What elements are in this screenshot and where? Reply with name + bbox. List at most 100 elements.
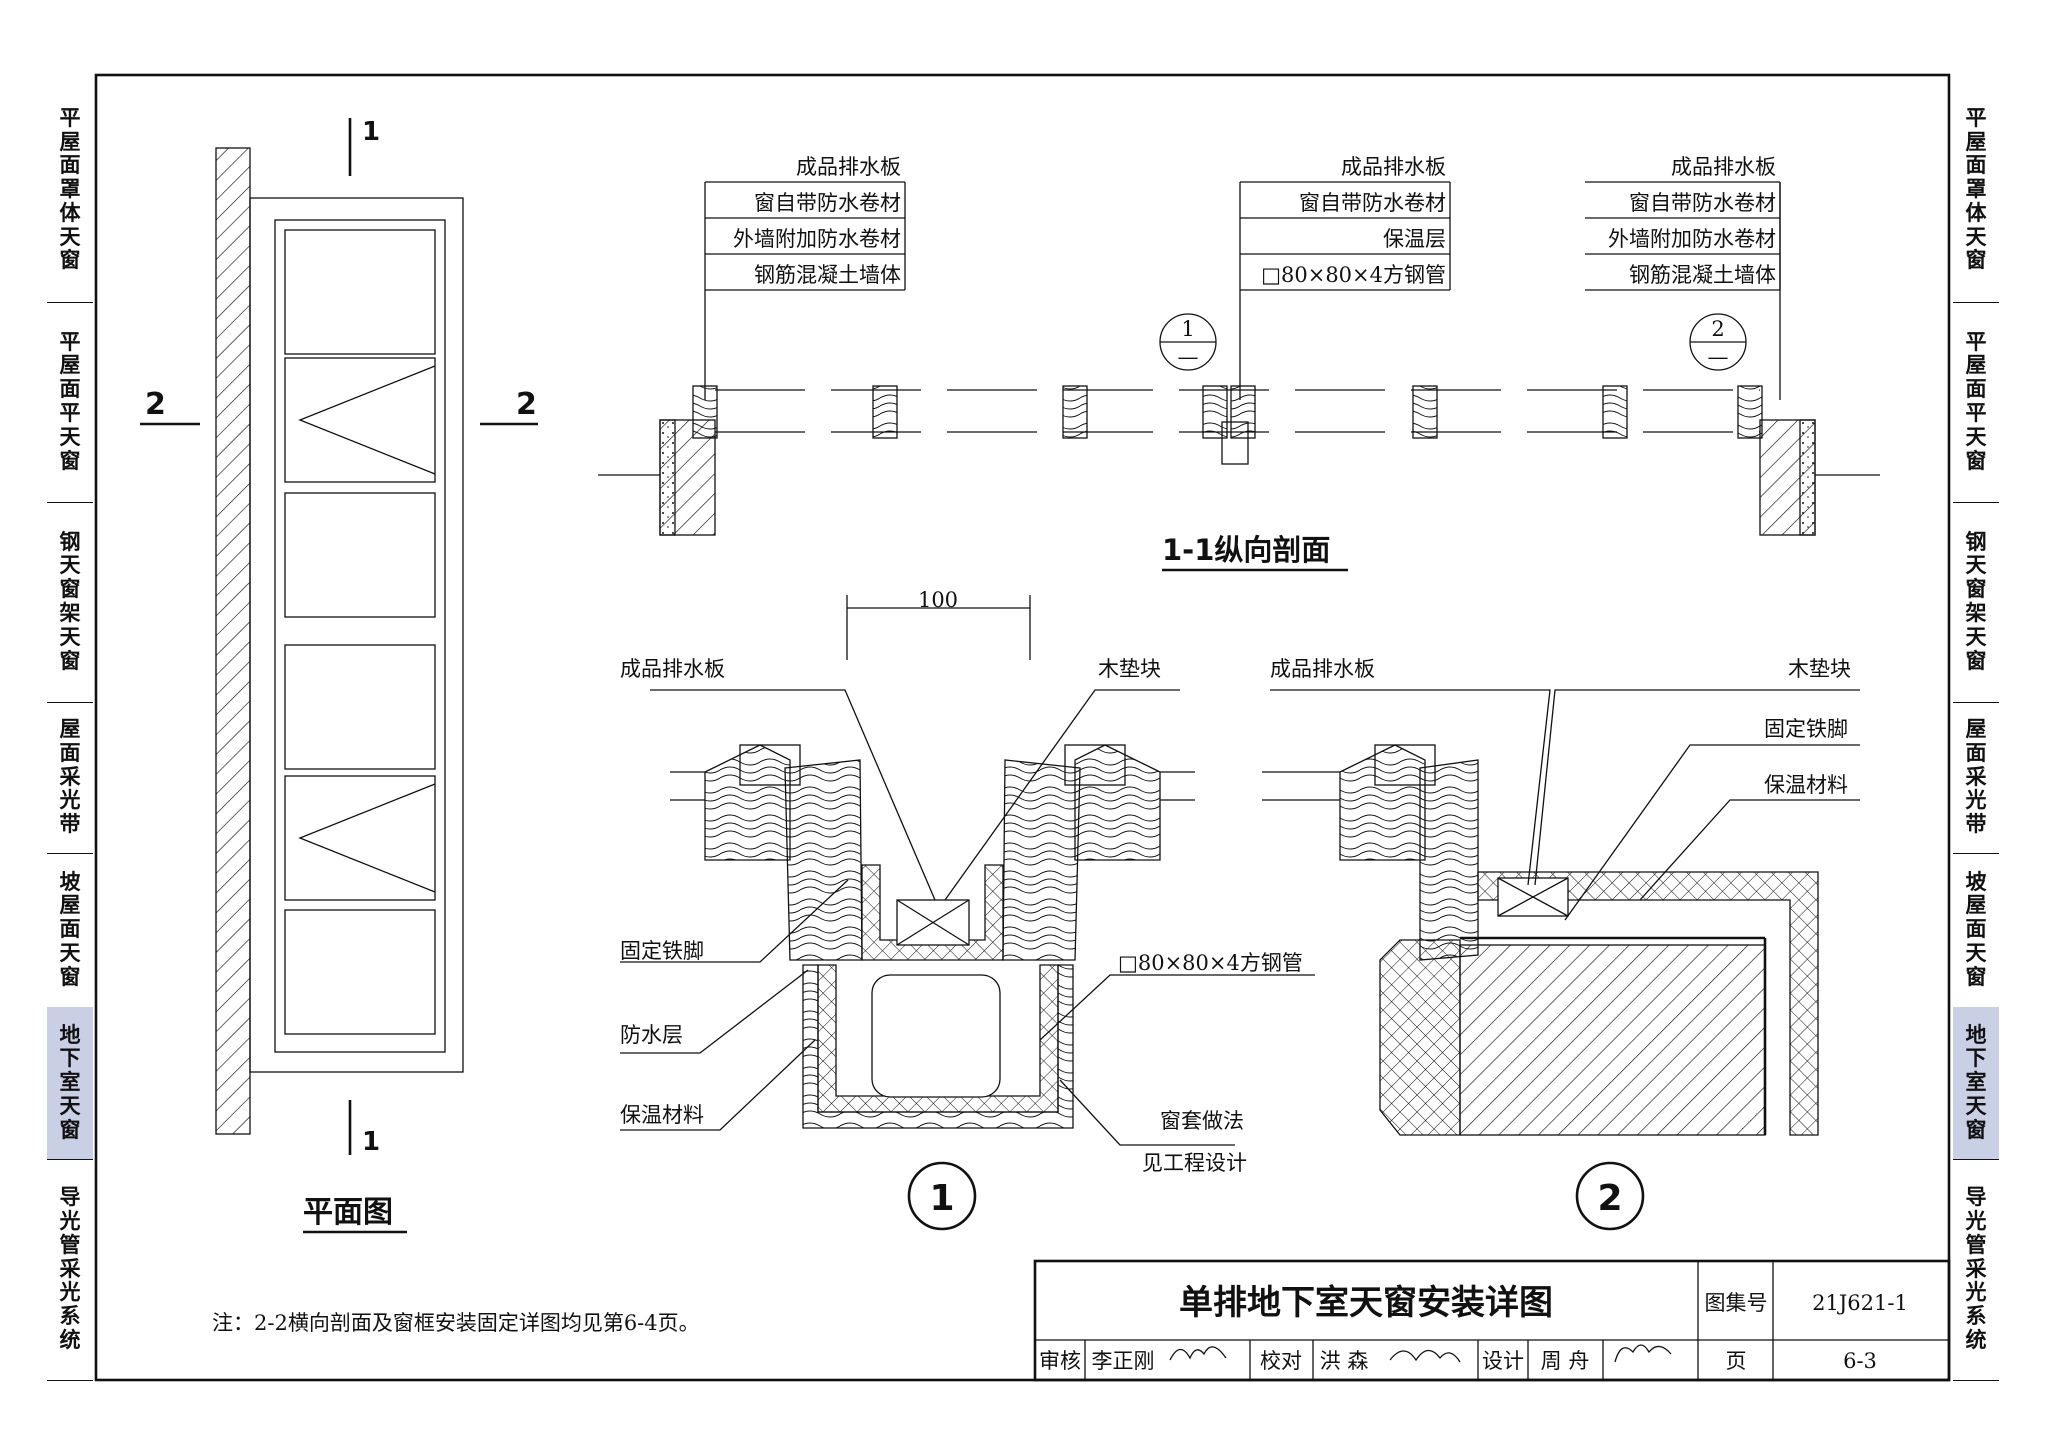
d2-label-iron-foot: 固定铁脚 <box>1764 717 1848 741</box>
plan-sash-5 <box>284 775 436 901</box>
mullion-5 <box>1230 385 1256 439</box>
designer-signature <box>1614 1344 1672 1363</box>
left-frame-wood <box>784 759 863 961</box>
d2-frame-wood <box>1419 759 1479 961</box>
designer-name: 周 舟 <box>1541 1349 1590 1373</box>
d1-label-wood-block: 木垫块 <box>1098 657 1161 681</box>
center-steel-tube <box>1221 421 1249 465</box>
callout-right-line-1: 成品排水板 <box>1671 155 1776 179</box>
d2-label-drain-board: 成品排水板 <box>1270 657 1375 681</box>
section-title: 1-1纵向剖面 <box>1162 533 1330 567</box>
detail-2: 成品排水板 木垫块 固定铁脚 保温材料 2 <box>1262 657 1860 1231</box>
callout-right-line-4: 钢筋混凝土墙体 <box>1629 263 1776 287</box>
callout-left-line-1: 成品排水板 <box>796 155 901 179</box>
d1-label-steel-tube: □80×80×4方钢管 <box>1118 951 1303 975</box>
cut-1-bottom-label: 1 <box>362 1127 380 1157</box>
right-frame-wood <box>1002 759 1081 961</box>
plan-wall <box>215 147 251 1135</box>
detail-1-number: 1 <box>929 1178 954 1219</box>
section-tab-5[interactable]: 坡屋面天窗 <box>47 853 93 1008</box>
section-tab-7[interactable]: 导光管采光系统 <box>47 1159 93 1381</box>
callout-mid-line-1: 成品排水板 <box>1341 155 1446 179</box>
detail-1-marker <box>907 1161 977 1231</box>
detail-2-number: 2 <box>1597 1178 1622 1219</box>
detail-1: 100 成品排水板 木垫块 <box>620 588 1315 1231</box>
d1-label-waterproof: 防水层 <box>620 1023 683 1047</box>
plan-window-outer <box>249 197 464 1073</box>
d2-label-wood-block: 木垫块 <box>1788 657 1851 681</box>
plan-sash-1 <box>284 229 436 355</box>
section-tab-4[interactable]: 屋面采光带 <box>1953 702 1999 854</box>
section-tab-1[interactable]: 平屋面罩体天窗 <box>47 78 93 303</box>
review-label: 审核 <box>1039 1349 1081 1373</box>
dimension-value: 100 <box>918 588 958 612</box>
checker-name: 洪 森 <box>1320 1349 1369 1373</box>
d1-label-frame-1: 窗套做法 <box>1160 1109 1244 1133</box>
plan-view: 1 1 2 2 平面图 <box>140 117 538 1234</box>
plan-sash-3 <box>284 492 436 618</box>
mullion-3 <box>1062 385 1088 439</box>
section-tab-6[interactable]: 地下室天窗 <box>1953 1007 1999 1160</box>
section-tab-3[interactable]: 钢天窗架天窗 <box>47 502 93 703</box>
plan-opening-mark <box>298 783 436 893</box>
svg-text:—: — <box>1708 345 1729 369</box>
section-1-1: 成品排水板窗自带防水卷材外墙附加防水卷材钢筋混凝土墙体成品排水板窗自带防水卷材保… <box>598 155 1880 572</box>
mullion-7 <box>1602 385 1628 439</box>
callout-left-line-3: 外墙附加防水卷材 <box>733 227 901 251</box>
d1-label-insulation: 保温材料 <box>620 1103 704 1127</box>
detail-ref-2: 2 — <box>1689 313 1747 371</box>
skylight-row <box>692 385 1763 439</box>
section-tab-6[interactable]: 地下室天窗 <box>47 1007 93 1160</box>
plan-sash-2 <box>284 357 436 483</box>
plan-sash-4 <box>284 644 436 770</box>
plan-sashes <box>284 229 436 1035</box>
reviewer-name: 李正刚 <box>1092 1349 1155 1373</box>
callout-right-line-3: 外墙附加防水卷材 <box>1608 227 1776 251</box>
svg-text:1: 1 <box>1181 317 1194 341</box>
mullion-2 <box>872 385 898 439</box>
plan-opening-mark <box>298 365 436 475</box>
section-tab-5[interactable]: 坡屋面天窗 <box>1953 853 1999 1008</box>
svg-text:—: — <box>1178 345 1199 369</box>
section-tab-2[interactable]: 平屋面平天窗 <box>47 302 93 503</box>
section-tab-7[interactable]: 导光管采光系统 <box>1953 1159 1999 1381</box>
title-block-title: 单排地下室天窗安装详图 <box>1179 1283 1553 1323</box>
svg-text:2: 2 <box>1711 317 1724 341</box>
d1-label-frame-2: 见工程设计 <box>1142 1151 1247 1175</box>
plan-sash-6 <box>284 909 436 1035</box>
mullion-4 <box>1202 385 1228 439</box>
d2-label-insulation: 保温材料 <box>1764 773 1848 797</box>
detail-ref-1: 1 — <box>1159 313 1217 371</box>
left-sash-wood <box>704 744 791 861</box>
design-label: 设计 <box>1482 1349 1524 1373</box>
callout-mid-line-4: □80×80×4方钢管 <box>1261 263 1446 287</box>
d2-sash-wood <box>1339 744 1426 861</box>
section-tab-4[interactable]: 屋面采光带 <box>47 702 93 854</box>
check-label: 校对 <box>1260 1349 1302 1373</box>
section-tab-1[interactable]: 平屋面罩体天窗 <box>1953 78 1999 303</box>
d2-concrete-wall <box>1459 944 1766 1136</box>
callout-mid-line-2: 窗自带防水卷材 <box>1299 191 1446 215</box>
callout-left-line-2: 窗自带防水卷材 <box>754 191 901 215</box>
plan-window-frame <box>274 219 446 1053</box>
section-tab-2[interactable]: 平屋面平天窗 <box>1953 302 1999 503</box>
cut-1-top-label: 1 <box>362 117 380 147</box>
callout-mid-line-3: 保温层 <box>1383 227 1446 251</box>
mullion-6 <box>1412 385 1438 439</box>
d2-outer-insulation <box>1379 939 1461 1136</box>
atlas-number: 21J621-1 <box>1812 1291 1908 1315</box>
cut-2-right-label: 2 <box>516 387 537 422</box>
plan-title: 平面图 <box>303 1195 393 1230</box>
section-tab-3[interactable]: 钢天窗架天窗 <box>1953 502 1999 703</box>
title-block: 单排地下室天窗安装详图 图集号 21J621-1 审核 李正刚 校对 洪 森 设… <box>1033 1259 1951 1382</box>
waterproof-layer <box>817 964 1059 1113</box>
callout-left-line-4: 钢筋混凝土墙体 <box>754 263 901 287</box>
right-sash-wood <box>1074 744 1161 861</box>
d1-label-iron-foot: 固定铁脚 <box>620 939 704 963</box>
page-label: 页 <box>1726 1349 1747 1373</box>
